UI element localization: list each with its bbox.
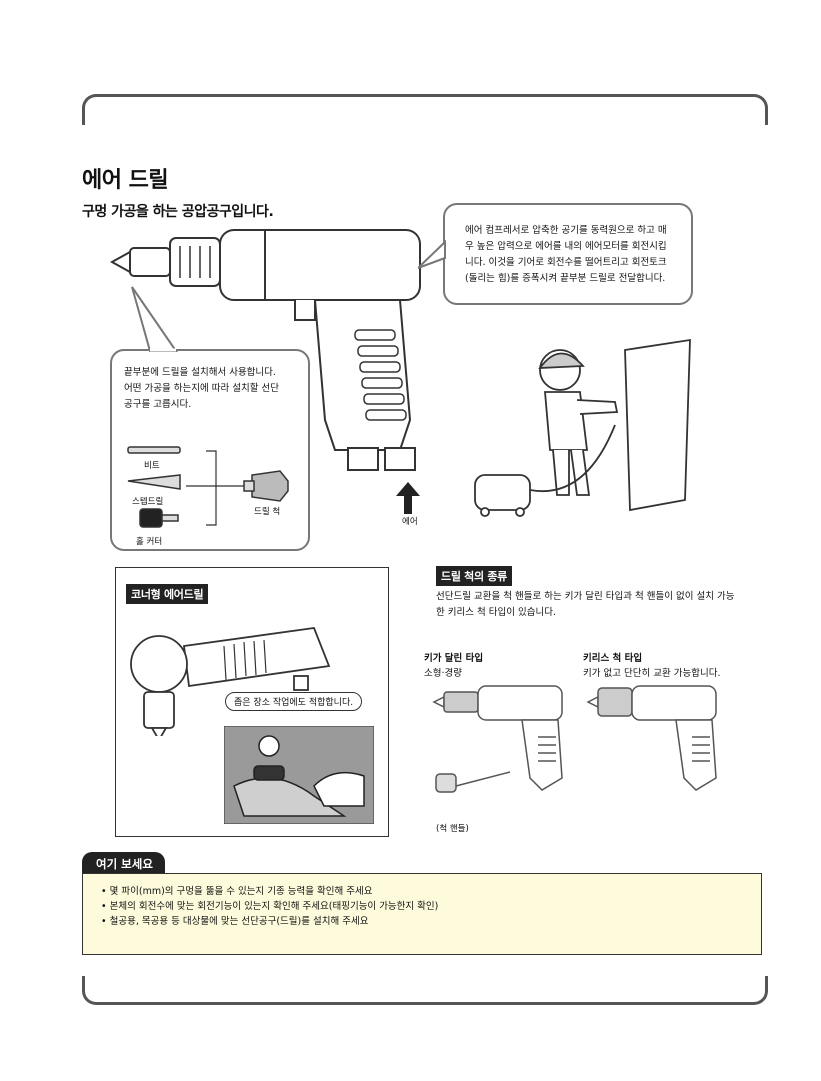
notes-box: • 몇 파이(mm)의 구멍을 뚫을 수 있는지 기종 능력을 확인해 주세요 … — [82, 873, 762, 955]
drill-chuck-label: 드릴 척 — [254, 507, 281, 517]
air-arrow-icon — [396, 482, 420, 514]
description-bubble: 에어 컴프레서로 압축한 공기를 동력원으로 하고 매 우 높은 압력으로 에어… — [443, 203, 693, 305]
step-drill-label: 스텝드릴 — [132, 497, 164, 507]
note-item: • 철공용, 목공용 등 대상물에 맞는 선단공구(드릴)를 설치해 주세요 — [101, 916, 369, 927]
keyless-type-description: 키가 없고 단단히 교환 가능합니다. — [583, 668, 721, 679]
air-label: 에어 — [402, 517, 418, 527]
page-frame-top — [82, 94, 768, 125]
bubble-line: 공구를 고릅시다. — [124, 399, 192, 410]
notes-tab: 여기 보세요 — [82, 852, 165, 876]
bubble-line: 어떤 가공을 하는지에 따라 설치할 선단 — [124, 383, 279, 394]
air-drill-illustration — [109, 229, 421, 471]
bubble-line: 끝부분에 드릴을 설치해서 사용합니다. — [124, 367, 276, 378]
keyless-type-title: 키리스 척 타입 — [583, 653, 643, 664]
page-title: 에어 드릴 — [82, 168, 169, 193]
corner-drill-illustration — [130, 627, 331, 736]
chuck-types-description: 선단드릴 교환을 척 핸들로 하는 키가 달린 타입과 척 핸들이 없이 설치 … — [436, 589, 756, 621]
hole-cutter-label: 홀 커터 — [136, 537, 163, 547]
bubble-line: (돌리는 힘)를 증폭시켜 끝부분 드릴로 전달합니다. — [465, 273, 666, 284]
bit-label: 비트 — [144, 461, 160, 471]
corner-drill-box: 코너형 에어드릴 좁은 장소 작업에도 적합합니다. — [115, 567, 389, 837]
keyed-type-title: 키가 달린 타입 — [424, 653, 484, 664]
bubble-line: 우 높은 압력으로 에어를 내의 에어모터를 회전시킵 — [465, 241, 667, 252]
bubble-tail — [131, 286, 178, 352]
page-frame-bottom — [82, 976, 768, 1005]
bubble-tail — [418, 240, 446, 269]
corner-drill-label: 코너형 에어드릴 — [126, 584, 209, 604]
keyless-drill-illustration — [586, 685, 717, 791]
description-line: 선단드릴 교환을 척 핸들로 하는 키가 달린 타입과 척 핸들이 없이 설치 … — [436, 591, 735, 602]
page-subtitle: 구멍 가공을 하는 공압공구입니다. — [82, 204, 274, 220]
worker-illustration — [474, 338, 691, 517]
bubble-line: 니다. 이것을 기어로 회전수를 떨어트리고 회전토크 — [465, 257, 667, 268]
chuck-types-label: 드릴 척의 종류 — [436, 566, 512, 586]
tool-diagram — [127, 446, 289, 528]
note-item: • 몇 파이(mm)의 구멍을 뚫을 수 있는지 기종 능력을 확인해 주세요 — [101, 886, 373, 897]
tool-selection-bubble: 끝부분에 드릴을 설치해서 사용합니다. 어떤 가공을 하는지에 따라 설치할 … — [110, 349, 310, 551]
bubble-line: 에어 컴프레서로 압축한 공기를 동력원으로 하고 매 — [465, 225, 667, 236]
keyed-drill-illustration — [432, 685, 563, 793]
note-item: • 본체의 회전수에 맞는 회전기능이 있는지 확인해 주세요(태핑기능이 가능… — [101, 901, 439, 912]
keyed-type-description: 소형·경량 — [424, 668, 462, 679]
chuck-handle-label: (척 핸들) — [436, 824, 469, 834]
corner-caption: 좁은 장소 작업에도 적합합니다. — [225, 692, 363, 711]
description-line: 한 키리스 척 타입이 있습니다. — [436, 607, 556, 618]
workplace-illustration — [224, 726, 374, 824]
